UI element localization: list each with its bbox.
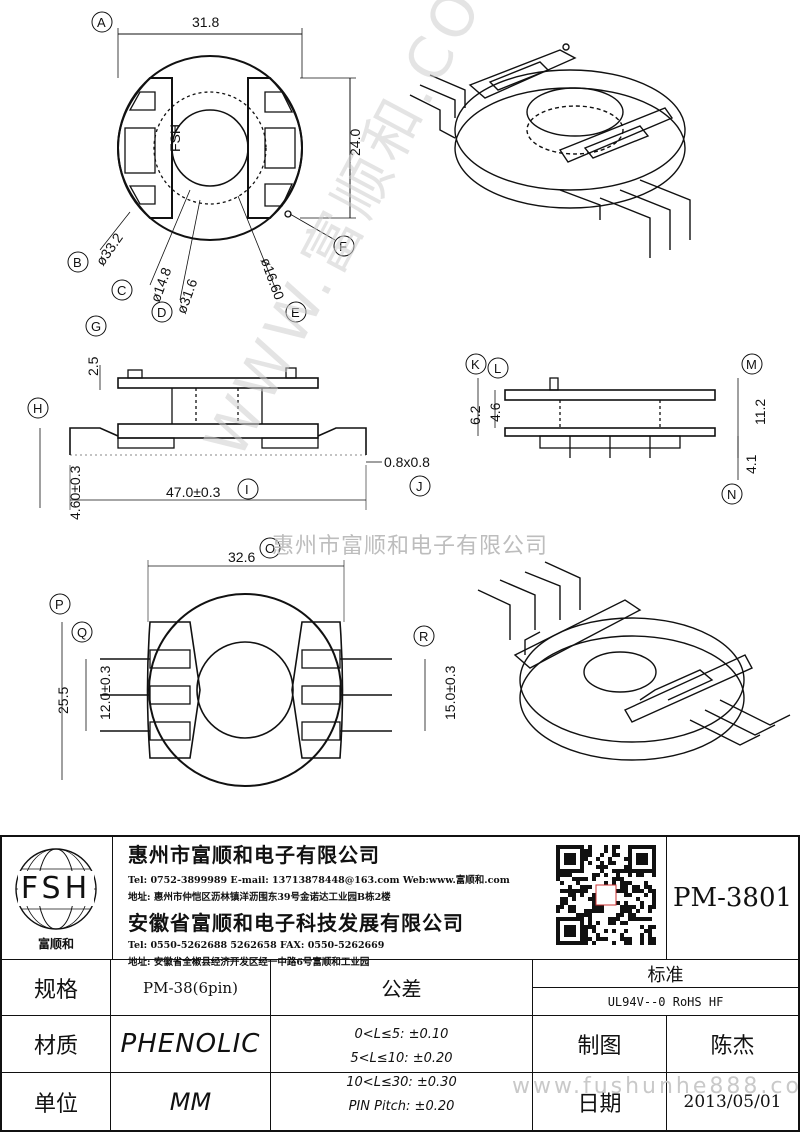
bottom-view	[61, 560, 426, 787]
marker-r: R	[419, 629, 428, 644]
unit-label: 单位	[33, 1091, 78, 1117]
dim-h62: 6.2	[467, 405, 483, 425]
dim-w326: 32.6	[228, 549, 255, 565]
dim-w47: 47.0±0.3	[166, 484, 221, 500]
tolerance-item: 10<L≤30: ±0.30	[346, 1075, 457, 1090]
spec-value: PM-38(6pin)	[143, 978, 238, 997]
company-address-2: 地址: 安徽省全椒县经济开发区经一中路6号富顺和工业园	[128, 957, 370, 968]
marker-c: C	[117, 283, 126, 298]
dim-h255: 25.5	[55, 687, 71, 714]
logo-text: FSH	[17, 871, 95, 906]
marker-l: L	[494, 361, 501, 376]
drawn-label: 制图	[577, 1034, 622, 1059]
material-label: 材质	[33, 1034, 78, 1059]
date-value: 2013/05/01	[683, 1091, 782, 1112]
material-value: PHENOLIC	[120, 1029, 261, 1059]
marker-j: J	[416, 479, 423, 494]
isometric-bottom-view	[477, 561, 791, 761]
dim-d14: ø14.8	[147, 265, 174, 304]
marker-q: Q	[77, 625, 87, 640]
marker-e: E	[291, 305, 300, 320]
tolerance-label: 公差	[381, 977, 422, 1001]
marker-o: O	[265, 541, 275, 556]
marker-h: H	[33, 401, 42, 416]
isometric-top-view	[409, 43, 691, 258]
company-info: 惠州市富顺和电子有限公司 Tel: 0752-3899989 E-mail: 1…	[128, 839, 548, 968]
date-label: 日期	[577, 1091, 622, 1117]
unit-value: MM	[169, 1087, 212, 1116]
company-logo: FSH 富顺和	[6, 841, 106, 955]
marker-g: G	[91, 319, 101, 334]
dim-h46: 4.60±0.3	[67, 465, 83, 520]
marker-n: N	[727, 487, 736, 502]
marker-b: B	[73, 255, 82, 270]
dim-d16: ø16.60	[258, 255, 288, 302]
spec-label: 规格	[33, 977, 78, 1003]
drawing-area: 31.8 24.0 FSH ø33.2 ø14.8 ø31.6 ø16.60 2…	[27, 0, 791, 787]
side-view	[39, 365, 382, 510]
marker-i: I	[245, 482, 249, 497]
title-block: FSH 富顺和 惠州市富顺和电子有限公司 Tel: 0752-3899989 E…	[0, 835, 800, 1132]
marker-f: F	[339, 239, 347, 254]
marker-a: A	[97, 15, 106, 30]
qr-code-icon	[556, 845, 656, 945]
stamp-fsh: FSH	[167, 124, 183, 152]
dim-h150: 15.0±0.3	[442, 665, 458, 720]
top-view	[99, 28, 356, 301]
tolerance-list: 0<L≤5: ±0.10 5<L≤10: ±0.20 10<L≤30: ±0.3…	[271, 1023, 532, 1131]
standard-value: UL94V--0 RoHS HF	[607, 994, 724, 1009]
technical-drawing: 31.8 24.0 FSH ø33.2 ø14.8 ø31.6 ø16.60 2…	[27, 11, 791, 787]
dim-height: 24.0	[347, 129, 363, 156]
tolerance-item: 0<L≤5: ±0.10	[354, 1027, 449, 1042]
part-number: PM-3801	[672, 883, 793, 913]
dim-d33: ø33.2	[92, 230, 126, 269]
dim-d31: ø31.6	[173, 276, 200, 315]
marker-labels: A B C D E F G H I J K L M N O P Q R	[27, 11, 763, 647]
end-view	[477, 377, 739, 480]
tolerance-item: PIN Pitch: ±0.20	[348, 1099, 455, 1114]
marker-k: K	[471, 357, 480, 372]
dim-h120: 12.0±0.3	[97, 665, 113, 720]
standard-label: 标准	[647, 964, 684, 986]
dim-h41: 4.1	[743, 454, 759, 474]
company-name-2: 安徽省富顺和电子科技发展有限公司	[128, 911, 464, 935]
dim-width: 31.8	[192, 14, 219, 30]
dim-h25: 2.5	[85, 356, 101, 376]
marker-m: M	[746, 357, 757, 372]
logo-caption: 富顺和	[37, 936, 74, 951]
drawn-value: 陈杰	[710, 1034, 755, 1059]
marker-d: D	[157, 305, 166, 320]
marker-p: P	[55, 597, 64, 612]
dim-h112: 11.2	[752, 399, 768, 425]
company-contact-1: Tel: 0752-3899989 E-mail: 13713878448@16…	[128, 875, 510, 886]
dim-h46-end: 4.6	[487, 402, 503, 422]
company-address-1: 地址: 惠州市仲恺区沥林镇洋沥围东39号金诺达工业园B栋2楼	[128, 892, 391, 903]
company-name-1: 惠州市富顺和电子有限公司	[128, 843, 380, 867]
dim-pin: 0.8x0.8	[384, 454, 430, 470]
company-contact-2: Tel: 0550-5262688 5262658 FAX: 0550-5262…	[128, 940, 385, 951]
tolerance-item: 5<L≤10: ±0.20	[350, 1051, 453, 1066]
